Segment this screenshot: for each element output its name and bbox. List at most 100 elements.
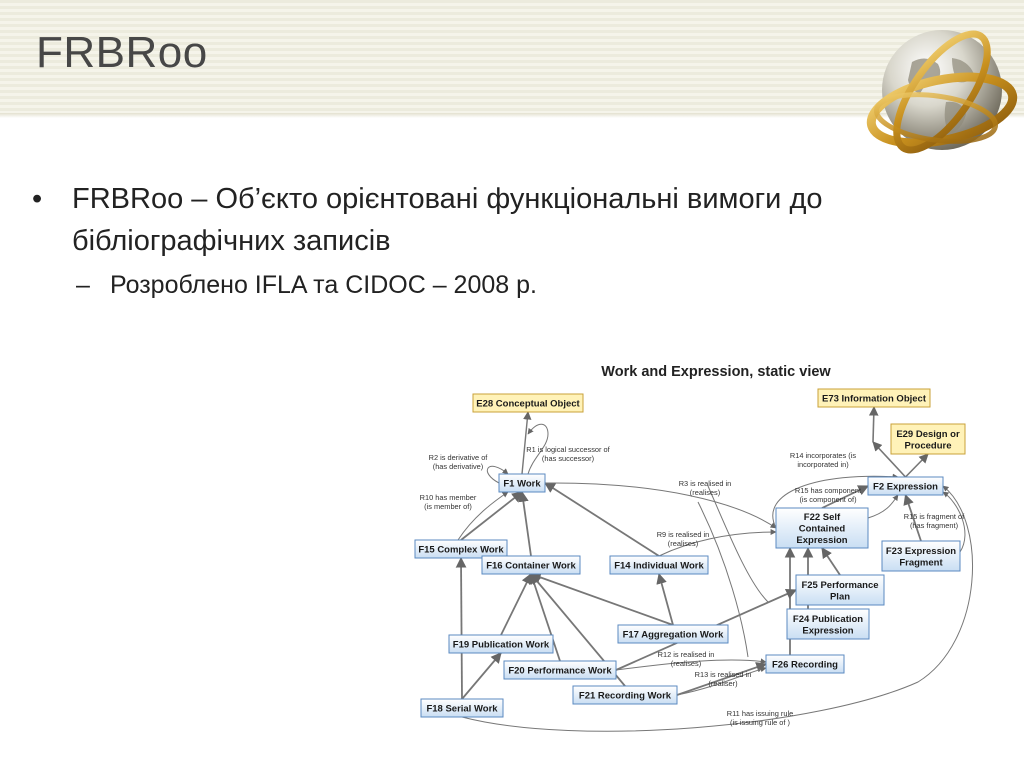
relation-label-r3: (realises)	[690, 488, 720, 497]
relation-label-r1: R1 is logical successor of	[526, 445, 610, 454]
edge-r15b	[942, 491, 966, 553]
edge-f18-f15	[455, 556, 467, 700]
node-e29	[890, 423, 966, 455]
edge-f19-f16	[500, 573, 532, 636]
relation-label-r15a: R15 has component	[795, 486, 861, 495]
edge-f18-f19	[461, 652, 502, 700]
relation-label-r12: (realises)	[671, 659, 701, 668]
node-label-f16: F16 Container Work	[486, 561, 576, 572]
node-f2	[867, 476, 944, 496]
node-label-f25: Plan	[830, 591, 850, 602]
relation-label-r1: (has successor)	[542, 454, 594, 463]
node-f1	[498, 473, 546, 493]
bullet-text: FRBRoo – Об’єкто орієнтовані функціональ…	[72, 183, 823, 257]
node-label-e73: E73 Information Object	[822, 394, 927, 405]
edge-r13	[676, 666, 767, 696]
edge-f17-f14	[656, 572, 674, 626]
node-e73	[817, 388, 931, 408]
sub-bullet-dash-icon: –	[76, 271, 90, 299]
node-label-f15: F15 Complex Work	[418, 545, 504, 556]
node-label-f21: F21 Recording Work	[579, 691, 672, 702]
edge-r3c	[697, 501, 749, 658]
relation-label-r15b: (has fragment)	[910, 521, 958, 530]
edge-f2-e73	[872, 441, 907, 478]
node-f19	[448, 634, 554, 654]
node-label-f25: F25 Performance	[801, 580, 878, 591]
edge-f17-f16	[529, 572, 674, 626]
node-label-f17: F17 Aggregation Work	[623, 630, 725, 641]
edge-f25-f22	[821, 547, 841, 576]
node-label-e29: E29 Design or	[896, 429, 960, 440]
node-f23	[881, 540, 961, 572]
bullet-item: • FRBRoo – Об’єкто орієнтовані функціона…	[32, 178, 992, 262]
node-label-f19: F19 Publication Work	[453, 640, 550, 651]
node-label-f22: F22 Self	[804, 512, 841, 523]
node-label-f26: F26 Recording	[772, 660, 838, 671]
edge-f15-f1	[460, 491, 523, 541]
header-divider	[0, 113, 1024, 118]
node-f16	[481, 555, 581, 575]
relation-label-r3: R3 is realised in	[679, 479, 732, 488]
edge-f16-f1	[518, 490, 532, 557]
relation-label-r2: (has derivative)	[433, 462, 484, 471]
relation-label-r12: R12 is realised in	[658, 650, 715, 659]
frbroo-diagram: E28 Conceptual Object E73 Information Obj…	[398, 352, 1024, 752]
node-label-f1: F1 Work	[503, 479, 541, 490]
edge-f23-f2	[903, 493, 922, 542]
node-label-f24: Expression	[802, 625, 853, 636]
relation-label-r11: R11 has issuing rule	[727, 709, 793, 718]
node-f25	[795, 574, 885, 606]
node-f21	[572, 685, 678, 705]
edge-r9	[658, 529, 777, 557]
edge-f14-f1	[544, 482, 660, 557]
edge-r1	[527, 423, 549, 475]
globe-logo-icon	[866, 30, 1018, 154]
relation-label-r2: R2 is derivative of	[429, 453, 489, 462]
edge-f1-e28	[521, 411, 532, 475]
edge-f2-e73b	[868, 406, 879, 443]
node-f15	[414, 539, 508, 559]
bullet-dot-icon: •	[32, 183, 43, 215]
relation-label-r15b: R15 is fragment of	[904, 512, 965, 521]
edge-r12	[615, 658, 767, 671]
node-f18	[420, 698, 504, 718]
relation-label-r9: (realises)	[668, 539, 698, 548]
node-label-f23: Fragment	[899, 557, 943, 568]
edge-f2-e29	[904, 453, 929, 478]
edge-r10	[457, 491, 509, 541]
node-label-e28: E28 Conceptual Object	[476, 399, 580, 410]
node-f22	[775, 507, 869, 549]
node-label-e29: Procedure	[905, 440, 952, 451]
relation-label-r11: (is issuing rule of )	[730, 718, 790, 727]
node-label-f24: F24 Publication	[793, 614, 863, 625]
relation-label-r10: R10 has member	[420, 493, 477, 502]
node-e28	[472, 393, 584, 413]
relation-label-r13: R13 is realised in	[695, 670, 752, 679]
node-label-f2: F2 Expression	[873, 482, 938, 493]
node-f24	[786, 608, 870, 640]
edge-f20-f16	[528, 572, 561, 662]
node-label-f22: Contained	[799, 524, 846, 535]
header-band	[0, 0, 1024, 118]
edge-r3	[544, 482, 777, 529]
relation-label-r14: incorporated in)	[797, 460, 848, 469]
bullet-list: • FRBRoo – Об’єкто орієнтовані функціона…	[32, 178, 992, 302]
node-label-f22: Expression	[796, 535, 847, 546]
edge-r11	[461, 485, 974, 732]
relation-label-r13: (realiser)	[708, 679, 737, 688]
edge-r15a	[867, 494, 899, 519]
node-f26	[765, 654, 845, 674]
diagram-title: Work and Expression, static view	[601, 364, 831, 380]
relation-label-r9: R9 is realised in	[657, 530, 710, 539]
node-f20	[503, 660, 617, 680]
edge-f21-f26	[676, 662, 768, 696]
edge-r2	[487, 465, 509, 484]
node-label-f20: F20 Performance Work	[508, 666, 612, 677]
sub-bullet-item: – Розроблено IFLA та CIDOC – 2008 р.	[32, 268, 992, 302]
edge-r3b	[707, 485, 769, 603]
edge-f22-f2	[821, 485, 869, 509]
relation-label-r14: R14 incorporates (is	[790, 451, 856, 460]
node-label-f18: F18 Serial Work	[426, 704, 498, 715]
relation-label-r10: (is member of)	[424, 502, 472, 511]
edge-r14	[772, 473, 899, 529]
